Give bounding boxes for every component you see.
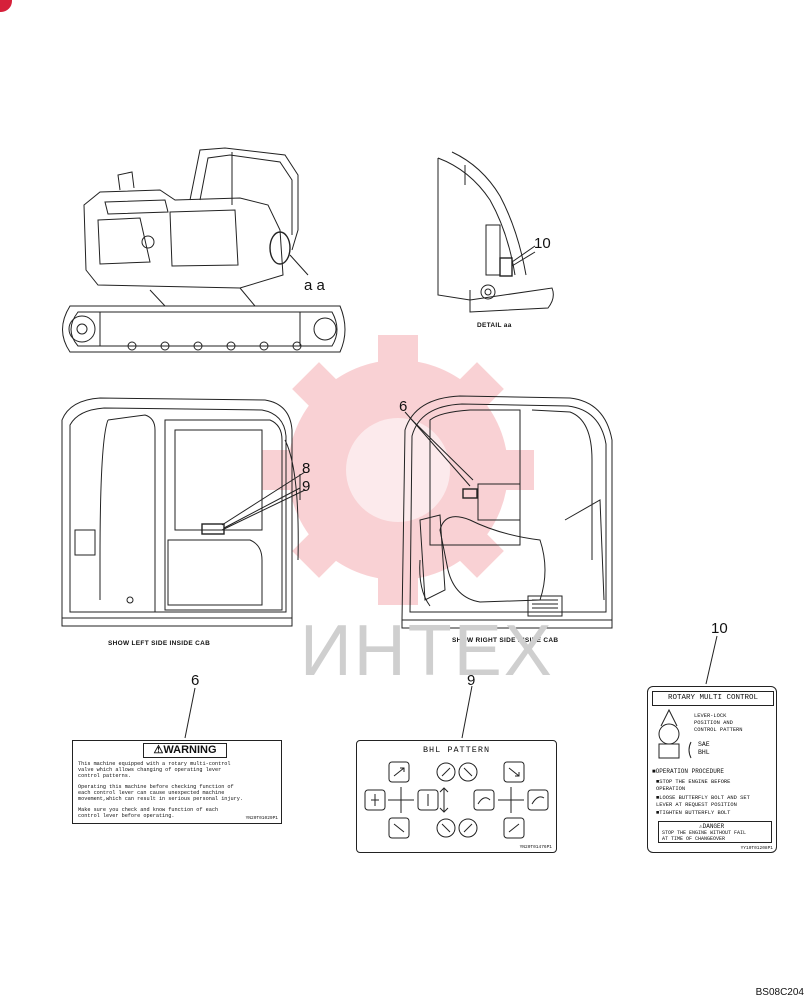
callout-9-bottom: 9 — [467, 672, 476, 689]
caption-left-cab: SHOW LEFT SIDE INSIDE CAB — [108, 640, 211, 647]
warning-line: valve which allows changing of operating… — [78, 767, 222, 773]
rotary-code: YY10T01208P1 — [740, 846, 773, 851]
detail-ref-label: a a — [304, 277, 325, 294]
warning-header: ⚠WARNING — [143, 743, 227, 758]
callout-10-top: 10 — [534, 235, 551, 252]
bhl-pattern-decal: BHL PATTERN YN20T01476P1 — [356, 740, 557, 853]
callout-6-bottom: 6 — [191, 672, 200, 689]
rotary-proc-line: ■TIGHTEN BUTTERFLY BOLT — [656, 810, 731, 816]
danger-line: AT TIME OF CHANGEOVER — [662, 836, 726, 842]
bhl-code: YN20T01476P1 — [519, 845, 552, 850]
rotary-proc-line: OPERATION — [656, 786, 686, 792]
warning-decal: ⚠WARNING This machine equipped with a ro… — [72, 740, 282, 824]
detail-aa-view — [437, 151, 554, 313]
rotary-danger-box: ⚠DANGER STOP THE ENGINE WITHOUT FAIL AT … — [658, 821, 772, 843]
warning-triangle-icon: ⚠ — [153, 744, 164, 756]
caption-right-cab: SHOW RIGHT SIDE INSIDE CAB — [452, 637, 559, 644]
warning-line: movement,which can result in serious per… — [78, 796, 243, 802]
rotary-multi-control-decal: ROTARY MULTI CONTROL LEVER-LOCK POSITION… — [647, 686, 777, 853]
warning-line: Make sure you check and know function of… — [78, 807, 219, 813]
warning-line: control patterns. — [78, 773, 131, 779]
callout-10-bottom: 10 — [711, 620, 728, 637]
rotary-right-line: LEVER-LOCK — [694, 713, 727, 719]
right-cab-view — [401, 395, 613, 629]
callout-6-top: 6 — [399, 398, 408, 415]
caption-detail: DETAIL aa — [477, 322, 512, 329]
danger-text: DANGER — [702, 823, 725, 830]
danger-line: STOP THE ENGINE WITHOUT FAIL — [662, 830, 747, 836]
excavator-side-view — [62, 147, 346, 353]
rotary-sae: SAE — [698, 741, 710, 748]
danger-triangle-icon: ⚠ — [699, 823, 703, 830]
drawing-id: BS08C204 — [755, 987, 804, 998]
callout-9-top: 9 — [302, 478, 311, 495]
bhl-pattern-icons — [364, 761, 549, 839]
watermark-text: ИНТЕХ — [300, 611, 554, 691]
bhl-title: BHL PATTERN — [422, 745, 491, 755]
warning-code: YN20T01029P1 — [245, 816, 278, 821]
rotary-lever-icon — [658, 708, 692, 759]
warning-line: Operating this machine before checking f… — [78, 784, 234, 790]
leader-lines — [184, 245, 718, 739]
rotary-right-line: CONTROL PATTERN — [694, 727, 743, 733]
rotary-proc-line: ■STOP THE ENGINE BEFORE — [656, 779, 731, 785]
danger-label: ⚠DANGER — [699, 823, 724, 830]
rotary-bhl: BHL — [698, 749, 710, 756]
rotary-proc-title: ■OPERATION PROCEDURE — [652, 768, 725, 775]
warning-line: This machine equipped with a rotary mult… — [78, 761, 231, 767]
warning-line: each control lever can cause unexpected … — [78, 790, 225, 796]
callout-8: 8 — [302, 460, 311, 477]
rotary-proc-line: LEVER AT REQUEST POSITION — [656, 802, 737, 808]
rotary-proc-line: ■LOOSE BUTTERFLY BOLT AND SET — [656, 795, 750, 801]
rotary-title: ROTARY MULTI CONTROL — [652, 691, 774, 706]
left-cab-view — [61, 397, 301, 627]
warning-line: control lever before operating. — [78, 813, 175, 819]
rotary-right-line: POSITION AND — [694, 720, 733, 726]
warning-header-text: WARNING — [163, 744, 217, 756]
